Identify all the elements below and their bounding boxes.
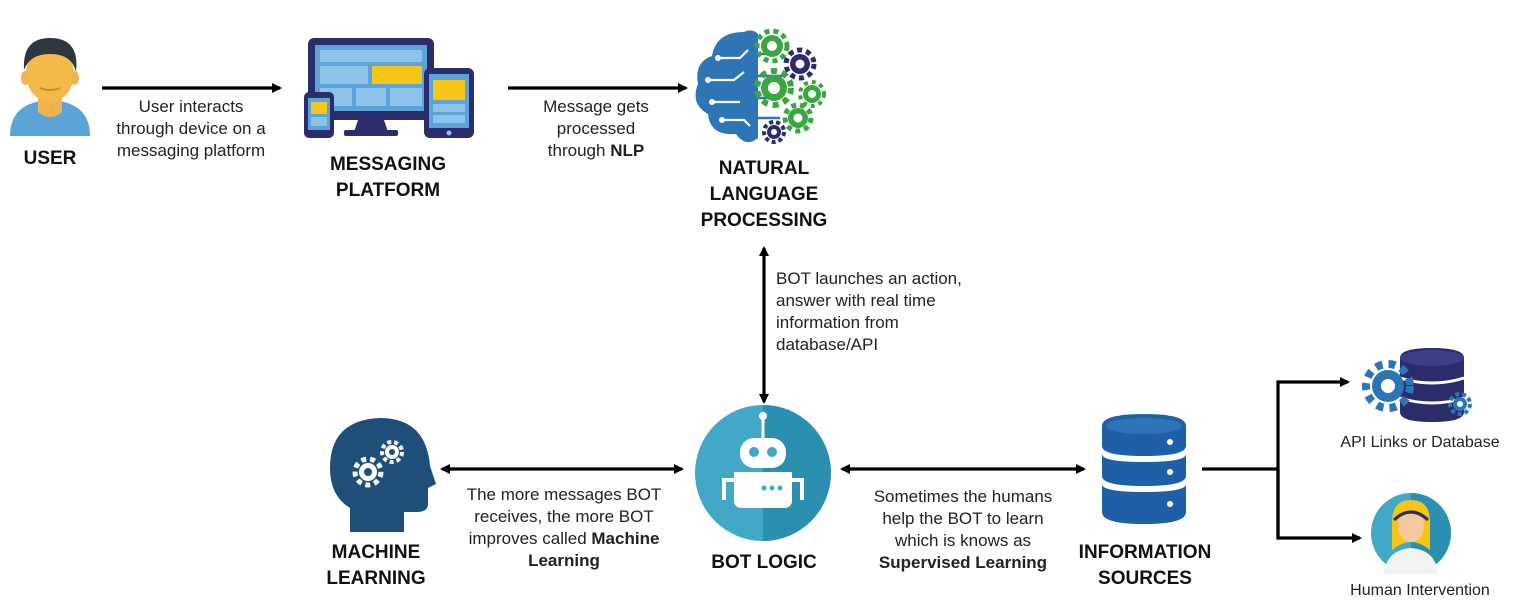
api-database-icon <box>1362 348 1472 422</box>
info-title-line2: SOURCES <box>1098 568 1192 589</box>
human-label: Human Intervention <box>1350 582 1490 599</box>
edge-label-ml-bot: The more messages BOT receives, the more… <box>446 484 682 572</box>
gear-icon-white-large <box>352 456 384 488</box>
gear-icon-blue-small <box>1448 392 1472 416</box>
edge2-line3-bold: NLP <box>610 141 645 160</box>
brain-gears-icon <box>695 28 826 144</box>
nlp-title-line2: LANGUAGE <box>709 184 819 205</box>
ml-title-line2: LEARNING <box>326 568 426 589</box>
api-label: API Links or Database <box>1340 434 1500 451</box>
edge-label-platform-to-nlp: Message gets processed through NLP <box>510 96 682 162</box>
edge4-line2: receives, the more BOT <box>474 507 654 526</box>
head-gears-icon <box>330 418 436 532</box>
gear-icon-green-1 <box>754 28 790 64</box>
edge4-line3-bold: Machine <box>591 529 660 548</box>
messaging-title-line1: MESSAGING <box>329 154 447 175</box>
human-agent-icon <box>1371 493 1451 574</box>
gear-icon-white-small <box>380 440 404 464</box>
gear-icon-green-3 <box>798 80 826 108</box>
edge2-line2: processed <box>556 119 636 138</box>
messaging-title-line2: PLATFORM <box>335 180 441 201</box>
gear-icon-blue-large <box>1362 360 1414 412</box>
user-title: USER <box>23 148 77 169</box>
edge5-line4: Supervised Learning <box>846 552 1080 574</box>
bot-logic-title: BOT LOGIC <box>711 552 817 573</box>
edge4-line3-prefix: improves called <box>468 529 592 548</box>
edge4-line1: The more messages BOT <box>466 485 662 504</box>
edge5-line2: help the BOT to learn <box>882 509 1044 528</box>
ml-title-line1: MACHINE <box>331 542 421 563</box>
edge2-line1: Message gets <box>543 97 649 116</box>
edge1-line2: through device on a <box>116 119 266 138</box>
edge4-line4-bold: Learning <box>528 551 600 570</box>
arrow-to-api <box>1276 377 1350 538</box>
edge3-line4: database/API <box>776 335 879 354</box>
edge2-line3: through NLP <box>510 140 682 162</box>
edge5-line1: Sometimes the humans <box>873 487 1053 506</box>
gear-icon-green-2 <box>754 68 794 108</box>
database-icon <box>1102 414 1186 524</box>
edge-label-bot-info: Sometimes the humans help the BOT to lea… <box>846 486 1080 574</box>
edge5-line4-bold: Supervised Learning <box>878 553 1048 572</box>
edge3-line1: BOT launches an action, <box>776 269 962 288</box>
edge2-line3-prefix: through <box>547 141 611 160</box>
edge-label-user-to-platform: User interacts through device on a messa… <box>100 96 282 162</box>
robot-icon <box>695 405 831 541</box>
gear-icon-navy-1 <box>783 47 817 81</box>
edge-label-nlp-bot: BOT launches an action, answer with real… <box>776 268 1006 356</box>
edge1-line1: User interacts <box>138 97 244 116</box>
edge3-line3: information from <box>776 313 899 332</box>
devices-icon <box>304 38 474 138</box>
nlp-title: NATURAL LANGUAGE PROCESSING <box>674 156 854 234</box>
gear-icon-navy-2 <box>762 120 786 144</box>
edge4-line3: improves called Machine <box>446 528 682 550</box>
arrow-to-human <box>1276 469 1362 543</box>
edge3-line2: answer with real time <box>776 291 936 310</box>
nlp-title-line1: NATURAL <box>718 158 810 179</box>
edge5-line3: which is knows as <box>894 531 1032 550</box>
info-title-line1: INFORMATION <box>1078 542 1212 563</box>
edge1-line3: messaging platform <box>116 141 266 160</box>
user-avatar-icon <box>10 38 90 136</box>
edge4-line4: Learning <box>446 550 682 572</box>
nlp-title-line3: PROCESSING <box>700 210 828 231</box>
gear-icon-green-4 <box>782 102 814 134</box>
machine-learning-title: MACHINE LEARNING <box>296 540 456 592</box>
information-sources-title: INFORMATION SOURCES <box>1062 540 1228 592</box>
messaging-platform-title: MESSAGING PLATFORM <box>300 152 476 204</box>
